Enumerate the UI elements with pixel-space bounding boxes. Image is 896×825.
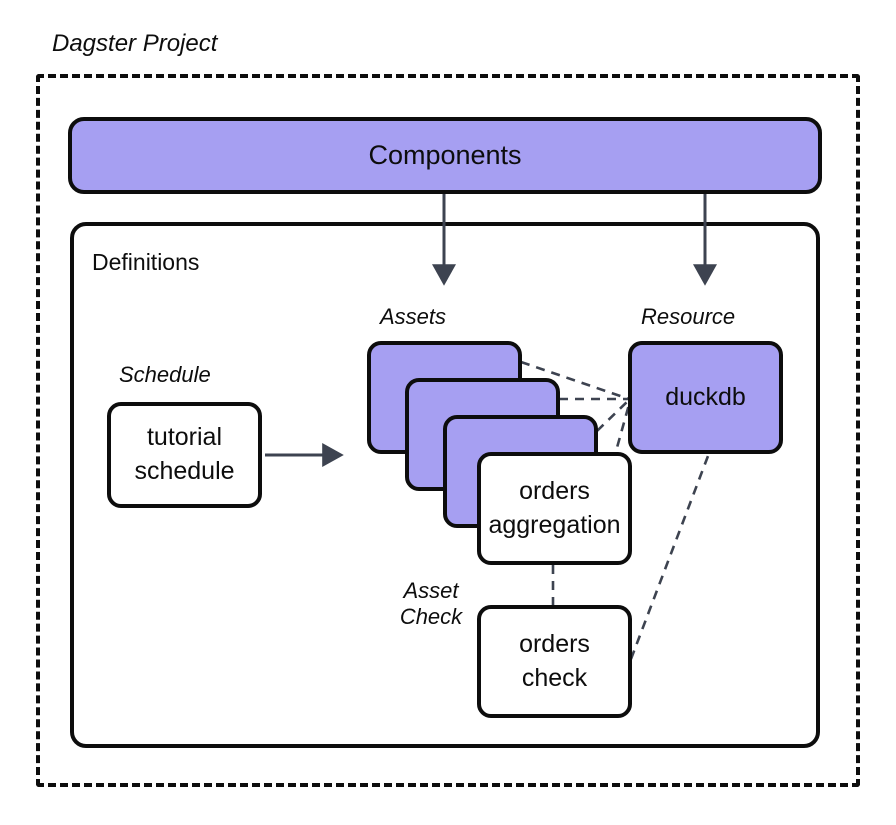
- schedule-node-tutorial-schedule[interactable]: tutorial schedule: [107, 402, 262, 508]
- duckdb-label: duckdb: [665, 382, 746, 411]
- project-title: Dagster Project: [52, 30, 218, 57]
- components-label: Components: [368, 140, 522, 171]
- schedule-node-label: tutorial schedule: [134, 423, 235, 485]
- asset-node-orders-aggregation[interactable]: orders aggregation: [477, 452, 632, 565]
- resource-group-label: Resource: [641, 304, 736, 329]
- resource-node-duckdb[interactable]: duckdb: [628, 341, 783, 454]
- orders-check-label: orders check: [519, 629, 590, 692]
- assets-group-label: Assets: [380, 304, 447, 329]
- dagster-project-container: [36, 74, 860, 787]
- definitions-title: Definitions: [92, 249, 200, 275]
- asset-check-group-label: Asset Check: [399, 578, 463, 629]
- asset-check-node-orders-check[interactable]: orders check: [477, 605, 632, 718]
- orders-aggregation-label: orders aggregation: [488, 476, 621, 539]
- components-box[interactable]: Components: [68, 117, 822, 194]
- schedule-group-label: Schedule: [119, 362, 211, 387]
